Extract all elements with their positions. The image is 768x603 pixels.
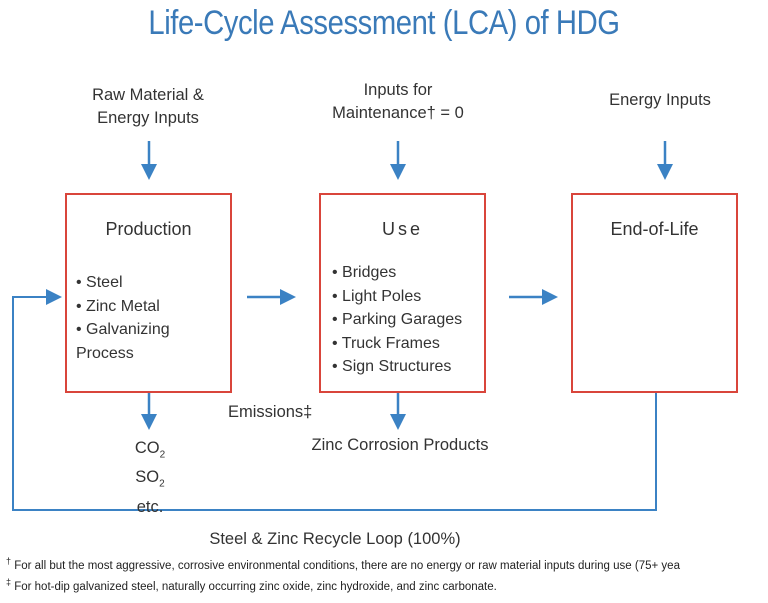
use-inputs-line-1: Inputs for bbox=[363, 81, 433, 99]
use-to-end-of-life-arrow bbox=[509, 289, 558, 305]
production-emissions-list: CO2 SO2 etc. bbox=[120, 437, 180, 518]
list-item: Bridges bbox=[332, 261, 462, 285]
production-box: Production Steel Zinc Metal Galvanizing … bbox=[65, 193, 232, 393]
end-of-life-box: End-of-Life bbox=[571, 193, 738, 393]
footnote-text: For all but the most aggressive, corrosi… bbox=[14, 559, 680, 572]
end-of-life-input-arrow bbox=[657, 141, 673, 180]
production-inputs-label: Raw Material & Energy Inputs bbox=[68, 84, 228, 130]
use-input-arrow bbox=[390, 141, 406, 180]
recycle-loop-line bbox=[12, 289, 657, 511]
use-inputs-line-2: Maintenance† = 0 bbox=[332, 104, 464, 122]
list-item: Light Poles bbox=[332, 285, 462, 309]
footnote-dagger: † For all but the most aggressive, corro… bbox=[6, 556, 680, 572]
use-emissions-arrow bbox=[390, 393, 406, 430]
end-of-life-inputs-label: Energy Inputs bbox=[609, 91, 711, 109]
production-inputs-line-1: Raw Material & bbox=[92, 86, 204, 104]
production-inputs-line-2: Energy Inputs bbox=[97, 109, 199, 127]
production-emissions-arrow bbox=[141, 393, 157, 430]
production-items-list: Steel Zinc Metal Galvanizing Process bbox=[76, 271, 230, 365]
use-box-title: Use bbox=[381, 219, 423, 239]
list-item: Sign Structures bbox=[332, 355, 462, 379]
etc-label: etc. bbox=[136, 497, 164, 516]
so2-label: SO2 bbox=[135, 468, 165, 490]
end-of-life-box-title: End-of-Life bbox=[610, 219, 699, 239]
production-input-arrow bbox=[141, 141, 157, 180]
use-items-list: Bridges Light Poles Parking Garages Truc… bbox=[332, 261, 462, 379]
footnote-mark: ‡ bbox=[6, 577, 12, 587]
production-box-title: Production bbox=[105, 219, 192, 239]
list-item: Parking Garages bbox=[332, 308, 462, 332]
use-box: Use Bridges Light Poles Parking Garages … bbox=[319, 193, 486, 393]
zinc-corrosion-products-label: Zinc Corrosion Products bbox=[311, 436, 489, 454]
diagram-title: Life-Cycle Assessment (LCA) of HDG bbox=[148, 4, 620, 42]
list-item: Truck Frames bbox=[332, 332, 462, 356]
production-to-use-arrow bbox=[247, 289, 296, 305]
list-item: Galvanizing Process bbox=[76, 318, 230, 365]
emissions-label: Emissions‡ bbox=[228, 403, 313, 421]
list-item: Steel bbox=[76, 271, 230, 295]
use-inputs-label: Inputs for Maintenance† = 0 bbox=[318, 79, 478, 125]
footnote-mark: † bbox=[6, 556, 12, 566]
list-item: Zinc Metal bbox=[76, 295, 230, 319]
co2-label: CO2 bbox=[134, 439, 166, 461]
recycle-loop-label: Steel & Zinc Recycle Loop (100%) bbox=[209, 530, 461, 548]
footnote-double-dagger: ‡ For hot-dip galvanized steel, naturall… bbox=[6, 577, 497, 593]
footnote-text: For hot-dip galvanized steel, naturally … bbox=[14, 580, 497, 593]
